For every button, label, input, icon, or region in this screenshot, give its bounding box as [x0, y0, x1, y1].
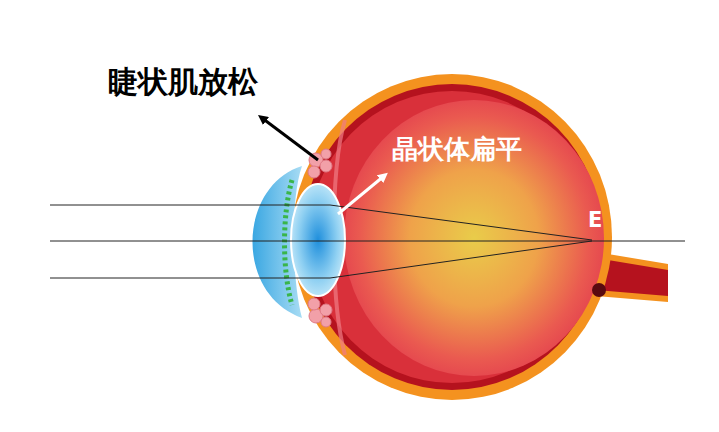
optic-disc — [592, 283, 606, 297]
leader-arrow — [262, 118, 318, 160]
leader-arrow — [338, 176, 384, 214]
vitreous-body — [344, 100, 604, 376]
lens — [291, 184, 345, 296]
part-label: 晶状体扁平 — [392, 134, 522, 165]
part-label: 睫状肌放松 — [108, 64, 258, 100]
sclera — [292, 74, 612, 400]
light-rays — [50, 205, 685, 278]
image-label: E — [588, 208, 602, 233]
